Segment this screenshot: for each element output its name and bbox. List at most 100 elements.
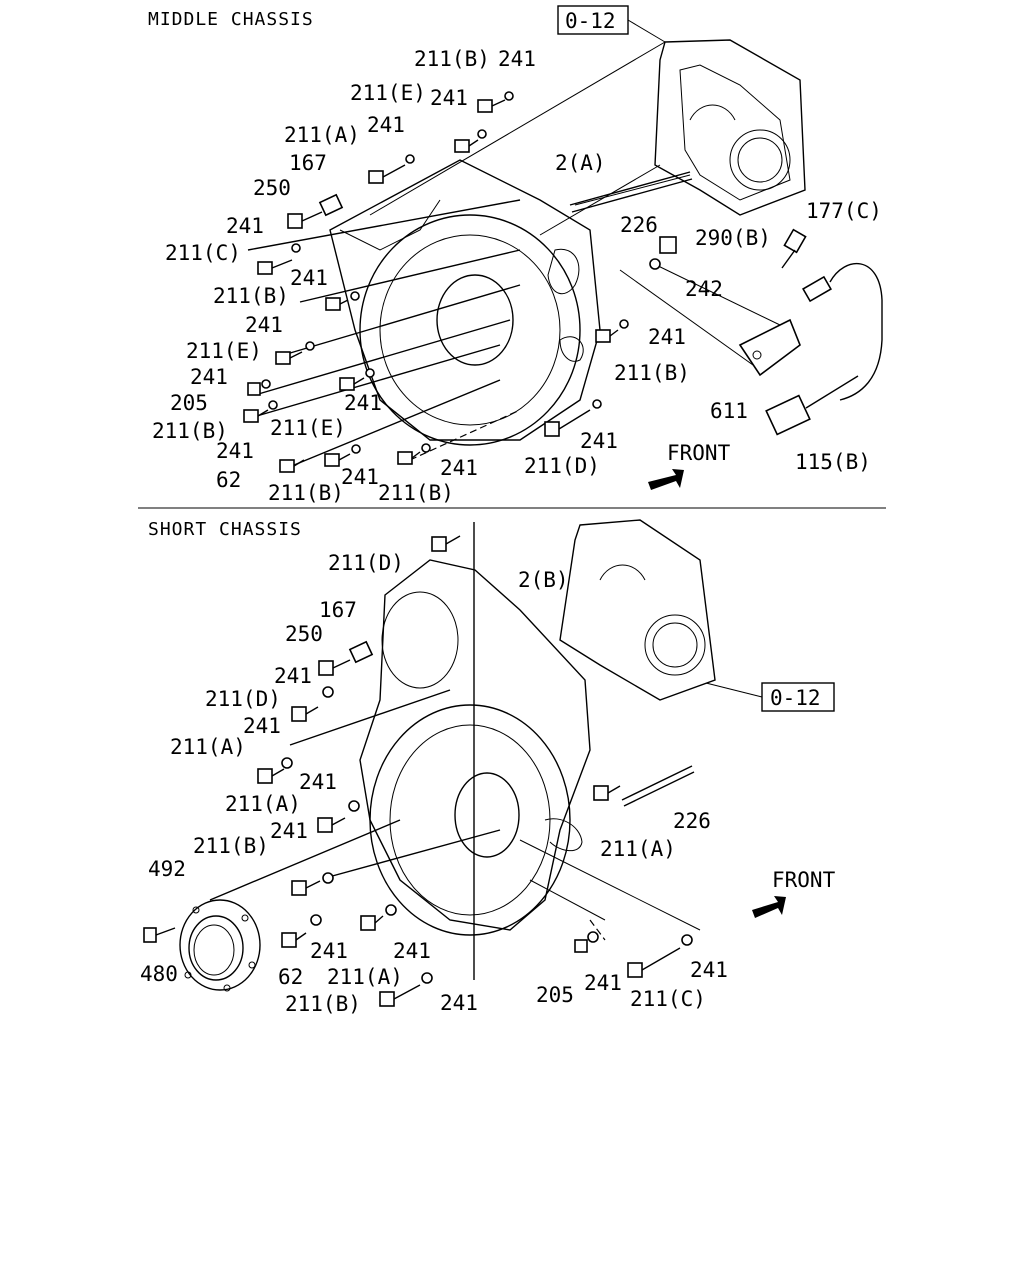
part-label-62: 62 [278, 965, 303, 989]
plug-167 [318, 193, 344, 217]
front-arrow-short [752, 896, 786, 918]
bolt-211b-right [595, 319, 629, 343]
oil-seal-492 [143, 899, 261, 992]
part-label-211-a: 211(A) [284, 123, 360, 147]
part-label-241: 241 [270, 819, 308, 843]
part-label-211-a: 211(A) [170, 735, 246, 759]
part-label-241: 241 [274, 664, 312, 688]
plug-167-short [348, 640, 374, 664]
bolt-211b-s2 [379, 972, 433, 1007]
part-label-211-c: 211(C) [165, 241, 241, 265]
part-label-211-d: 211(D) [524, 454, 600, 478]
part-label-250: 250 [253, 176, 291, 200]
part-label-211-a: 211(A) [327, 965, 403, 989]
bolt-211b-bot1 [324, 444, 361, 467]
bolts-short [257, 535, 695, 1007]
part-label-211-b: 211(B) [268, 481, 344, 505]
part-label-211-e: 211(E) [186, 339, 262, 363]
part-label-211-b: 211(B) [152, 419, 228, 443]
part-label-177-c: 177(C) [806, 199, 882, 223]
leader-lines-middle [247, 174, 781, 471]
part-label-241: 241 [367, 113, 405, 137]
part-label-241: 241 [690, 958, 728, 982]
part-label-241: 241 [299, 770, 337, 794]
part-label-241: 241 [648, 325, 686, 349]
section-title-short: SHORT CHASSIS [148, 519, 302, 540]
part-label-241: 241 [341, 465, 379, 489]
bolt-211a-top [368, 154, 415, 184]
bolt-211a-right [593, 785, 621, 801]
part-label-62: 62 [216, 468, 241, 492]
bolt-211d-top [431, 535, 461, 552]
part-label-211-c: 211(C) [630, 987, 706, 1011]
bolt-211b-low [243, 400, 278, 423]
part-label-241: 241 [190, 365, 228, 389]
bolt-211a-s1 [257, 757, 293, 784]
plug-290b [649, 236, 677, 270]
leader-lines-short [209, 689, 701, 941]
part-label-241: 241 [226, 214, 264, 238]
bolt-250-short [318, 659, 351, 676]
guide-line-2 [539, 164, 661, 236]
part-label-241: 241 [498, 47, 536, 71]
bolt-211e-low [339, 368, 375, 391]
front-label-short: FRONT [772, 868, 836, 892]
ref-box-short[interactable]: 0-12 [770, 686, 821, 710]
part-label-492: 492 [148, 857, 186, 881]
part-label-167: 167 [289, 151, 327, 175]
ref-leader-middle [627, 19, 666, 43]
bolt-211a-s3 [360, 904, 397, 931]
part-label-241: 241 [243, 714, 281, 738]
labels-short: 211(D) 2(B) 167 250 241 211(D) 241 211(A… [140, 551, 728, 1016]
part-label-290-b: 290(B) [695, 226, 771, 250]
part-label-241: 241 [440, 456, 478, 480]
bolt-211a-s2 [317, 800, 360, 833]
section-title-middle: MIDDLE CHASSIS [148, 9, 314, 30]
bolt-211c [257, 259, 293, 275]
part-label-211-b: 211(B) [193, 834, 269, 858]
bolts-middle [243, 91, 693, 473]
front-label-middle: FRONT [667, 441, 731, 465]
washer-241-s1 [322, 686, 334, 698]
part-label-226: 226 [620, 213, 658, 237]
bolt-211d-s [291, 706, 319, 722]
part-label-211-e: 211(E) [270, 416, 346, 440]
bolt-250 [287, 211, 323, 229]
part-label-250: 250 [285, 622, 323, 646]
part-label-211-e: 211(E) [350, 81, 426, 105]
part-label-241: 241 [344, 391, 382, 415]
ref-box-middle[interactable]: 0-12 [565, 9, 616, 33]
part-label-211-b: 211(B) [614, 361, 690, 385]
part-label-2-a: 2(A) [555, 151, 606, 175]
part-label-241: 241 [430, 86, 468, 110]
front-arrow-middle [648, 469, 684, 490]
part-label-211-d: 211(D) [328, 551, 404, 575]
part-label-241: 241 [290, 266, 328, 290]
bolt-211b-top [477, 91, 514, 113]
part-label-2-b: 2(B) [518, 568, 569, 592]
nut-205 [247, 379, 271, 396]
part-label-167: 167 [319, 598, 357, 622]
engine-block-short [559, 519, 716, 701]
bolt-480 [143, 927, 176, 943]
part-label-611: 611 [710, 399, 748, 423]
part-label-226: 226 [673, 809, 711, 833]
bolt-211b-mid [325, 291, 360, 311]
part-label-115-b: 115(B) [795, 450, 871, 474]
engine-block-middle [654, 39, 806, 216]
flywheel-housing-short [359, 559, 591, 936]
part-label-211-a: 211(A) [600, 837, 676, 861]
bolt-211b-s1 [291, 872, 334, 896]
part-label-205: 205 [170, 391, 208, 415]
nut-205-s [574, 931, 599, 953]
part-label-242: 242 [685, 277, 723, 301]
washer-241-a [291, 243, 301, 253]
part-label-241: 241 [584, 971, 622, 995]
part-label-241: 241 [580, 429, 618, 453]
part-label-480: 480 [140, 962, 178, 986]
stud-226 [569, 171, 693, 213]
part-label-211-b: 211(B) [213, 284, 289, 308]
labels-middle: 211(B) 241 211(E) 241 211(A) 241 167 250… [152, 47, 882, 505]
